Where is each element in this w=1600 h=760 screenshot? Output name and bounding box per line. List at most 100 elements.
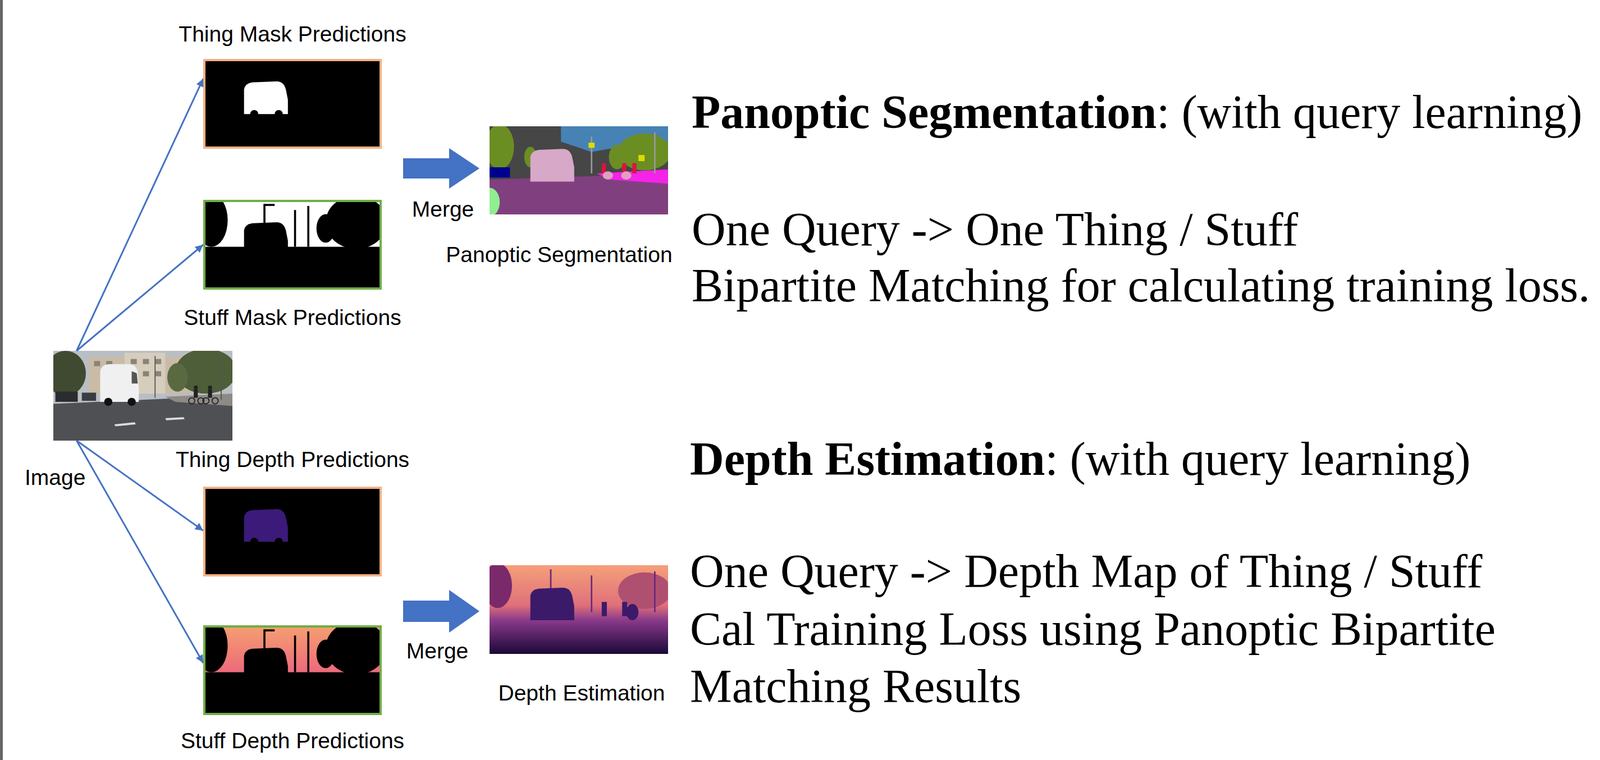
street-photo-part xyxy=(165,393,233,406)
merge-arrow-part xyxy=(403,148,480,189)
street-photo-part xyxy=(131,371,139,384)
section-heading-note: : (with query learning) xyxy=(1044,431,1471,488)
panoptic-image-part xyxy=(530,148,575,182)
street-photo-part xyxy=(114,422,136,427)
merge-label: Merge xyxy=(412,197,475,222)
street-photo-part-part xyxy=(208,389,213,399)
street-photo-part-part xyxy=(143,359,150,365)
stuff-mask-box: Stuff Mask Predictions xyxy=(203,199,382,290)
description-text: One Query -> Depth Map of Thing / Stuff xyxy=(689,543,1483,600)
panoptic-image-part xyxy=(489,167,510,178)
depth-image-part xyxy=(601,601,639,621)
panoptic-image-part-part xyxy=(632,163,637,174)
street-photo-part-part xyxy=(143,371,150,377)
panoptic-image xyxy=(489,126,669,215)
connector-arrow xyxy=(76,244,204,351)
street-photo-part xyxy=(99,364,139,402)
section-heading: Panoptic Segmentation xyxy=(691,84,1157,141)
depth-image-part xyxy=(530,587,575,621)
street-photo-part xyxy=(154,355,156,399)
merge-arrow-part xyxy=(403,590,480,633)
depth-image-part-part xyxy=(654,571,656,613)
stuff-depth-image-part xyxy=(316,639,336,669)
stuff-mask-image-part xyxy=(203,199,228,248)
stuff-mask-image xyxy=(203,199,382,290)
stuff-depth-image xyxy=(203,625,382,716)
depth-image-part-part xyxy=(625,604,639,621)
panoptic-image-part-part xyxy=(590,136,593,174)
street-photo xyxy=(53,350,233,441)
thing-mask-image-part xyxy=(244,81,288,114)
connector-arrow xyxy=(76,440,204,664)
street-photo-part-part xyxy=(212,398,219,405)
panoptic-result: Panoptic Segmentation xyxy=(489,126,669,215)
stuff-mask-image-part xyxy=(244,222,288,255)
street-photo-part xyxy=(167,363,188,392)
stuff-mask-image-part-part xyxy=(294,209,297,247)
stuff-depth-image-part-part xyxy=(307,631,310,673)
node-label: Thing Mask Predictions xyxy=(178,21,406,47)
depth-result: Depth Estimation xyxy=(489,565,669,655)
description-text: One Query -> One Thing / Stuff xyxy=(691,201,1298,258)
street-photo-part xyxy=(165,417,185,420)
description-text: Cal Training Loss using Panoptic Biparti… xyxy=(689,600,1555,716)
depth-image-part-part xyxy=(590,575,593,612)
panoptic-image-part-part xyxy=(602,171,614,180)
merge-label: Merge xyxy=(406,638,469,664)
node-label: Thing Depth Predictions xyxy=(175,447,410,473)
thing-depth-image xyxy=(203,486,382,577)
panoptic-image-part xyxy=(588,142,595,148)
panoptic-image-part-part xyxy=(654,132,656,174)
node-label: Stuff Mask Predictions xyxy=(183,305,401,331)
street-photo-part xyxy=(127,398,136,407)
panoptic-image-part xyxy=(489,126,515,170)
street-photo-part-part xyxy=(154,371,162,377)
panoptic-image-part xyxy=(602,171,632,180)
depth-image-part-part xyxy=(601,601,607,616)
street-photo-part xyxy=(104,398,113,407)
thing-depth-box: Thing Depth Predictions xyxy=(203,486,382,577)
node-label: Stuff Depth Predictions xyxy=(180,728,405,754)
stuff-mask-image-part-part xyxy=(264,203,275,207)
stuff-depth-image-part xyxy=(203,625,228,673)
street-photo-part xyxy=(220,353,222,401)
street-photo-part-part xyxy=(193,385,198,390)
panoptic-image-part xyxy=(591,132,656,174)
section-heading-note: : (with query learning) xyxy=(1156,84,1583,141)
stuff-depth-box: Stuff Depth Predictions xyxy=(203,625,382,716)
node-label: Depth Estimation xyxy=(498,680,666,706)
depth-image-part xyxy=(489,565,512,608)
street-photo-part xyxy=(53,350,86,396)
input-image: Image xyxy=(53,350,233,441)
page-border xyxy=(0,0,4,760)
stuff-mask-image-part xyxy=(316,213,336,243)
merge-arrow xyxy=(403,590,480,633)
thing-depth-image-part xyxy=(244,509,288,542)
stuff-depth-image-part-part xyxy=(264,629,275,632)
street-photo-part-part xyxy=(202,398,209,405)
stuff-depth-image-part-part xyxy=(294,635,297,672)
street-photo-part-part xyxy=(154,359,162,365)
panoptic-image-part xyxy=(638,154,645,162)
stuff-depth-image-part xyxy=(244,647,288,681)
node-label: Image xyxy=(24,465,86,491)
street-photo-part xyxy=(188,398,219,405)
street-photo-part-part xyxy=(208,385,213,390)
merge-arrow xyxy=(403,148,480,189)
thing-mask-image-part xyxy=(203,58,382,149)
panoptic-image-part-part xyxy=(620,171,632,180)
node-label: Panoptic Segmentation xyxy=(445,242,672,268)
street-photo-part-part xyxy=(193,389,198,399)
stuff-mask-image-part-part xyxy=(307,206,310,248)
section-heading: Depth Estimation xyxy=(689,431,1045,488)
thing-mask-image xyxy=(203,58,382,149)
street-photo-part xyxy=(55,391,79,402)
street-photo-part xyxy=(193,385,213,399)
street-photo-part-part xyxy=(130,359,137,365)
panoptic-image-part xyxy=(489,188,500,215)
depth-image xyxy=(489,565,669,655)
street-photo-part-part xyxy=(188,398,195,405)
panoptic-image-part-part xyxy=(601,163,606,174)
page-border-part xyxy=(0,0,3,760)
